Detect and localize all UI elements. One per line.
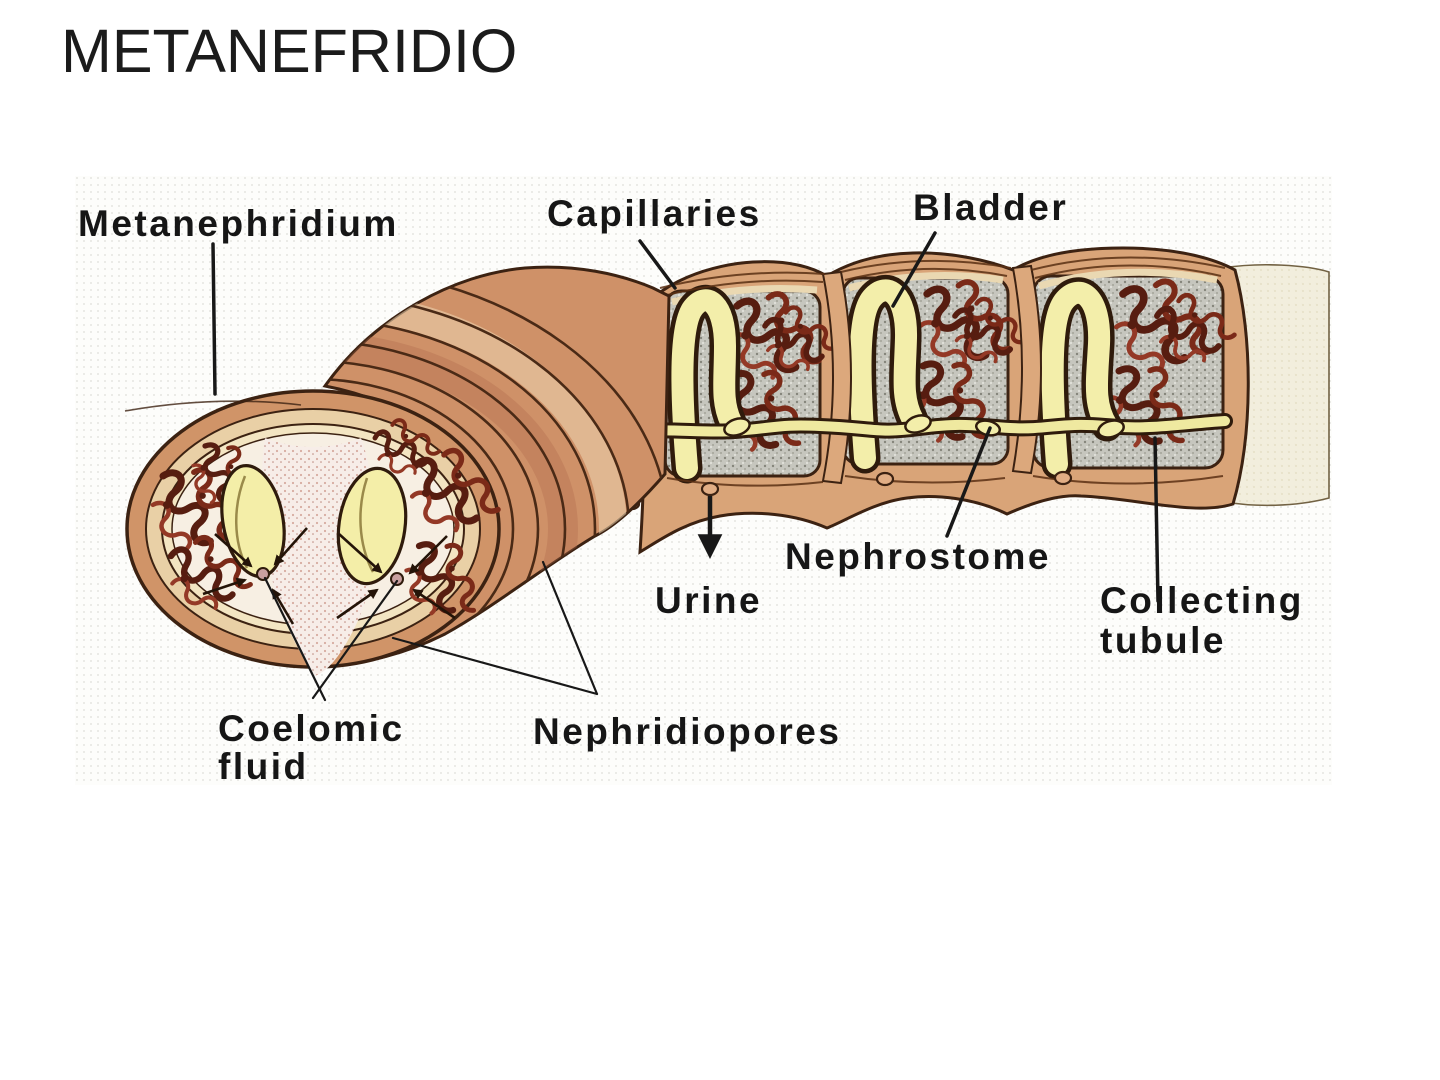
fluid-flow-arrows (202, 527, 456, 625)
leader-capillaries (638, 239, 677, 290)
label-coelomic-fluid-line2: fluid (218, 746, 309, 785)
diagram-labels: Metanephridium Capillaries Bladder Urine… (78, 187, 1304, 785)
section-hairline (124, 400, 302, 412)
leader-metanephridium (211, 242, 217, 396)
label-urine: Urine (655, 580, 762, 621)
leader-nephrostome (945, 426, 992, 538)
label-nephridiopores: Nephridiopores (533, 711, 841, 752)
label-metanephridium: Metanephridium (78, 203, 399, 244)
leader-lines (211, 231, 1160, 702)
leader-collecting-tubule (1153, 436, 1160, 603)
label-capillaries: Capillaries (547, 193, 762, 234)
nephrostome-funnels (723, 414, 1125, 439)
leader-coelomic-2 (311, 579, 399, 700)
leader-bladder (891, 231, 937, 308)
label-collecting-tubule-line2: tubule (1100, 620, 1226, 661)
label-nephrostome: Nephrostome (785, 536, 1051, 577)
leader-nephridiopores-1 (391, 636, 599, 696)
bladder-tubules (666, 275, 1123, 484)
diagram-svg: Metanephridium Capillaries Bladder Urine… (75, 176, 1332, 785)
metanephridium-diagram: Metanephridium Capillaries Bladder Urine… (75, 176, 1332, 785)
label-collecting-tubule-line1: Collecting (1100, 580, 1304, 621)
slide-title: METANEFRIDIO (61, 17, 518, 85)
segment-creases (659, 256, 1226, 487)
worm-segments (535, 246, 1250, 566)
leader-nephridiopores-2 (541, 560, 599, 696)
cross-section (124, 389, 500, 676)
nephridia (220, 464, 408, 586)
label-coelomic-fluid-line1: Coelomic (218, 708, 405, 749)
leader-coelomic-1 (263, 576, 327, 702)
label-bladder: Bladder (913, 187, 1068, 228)
